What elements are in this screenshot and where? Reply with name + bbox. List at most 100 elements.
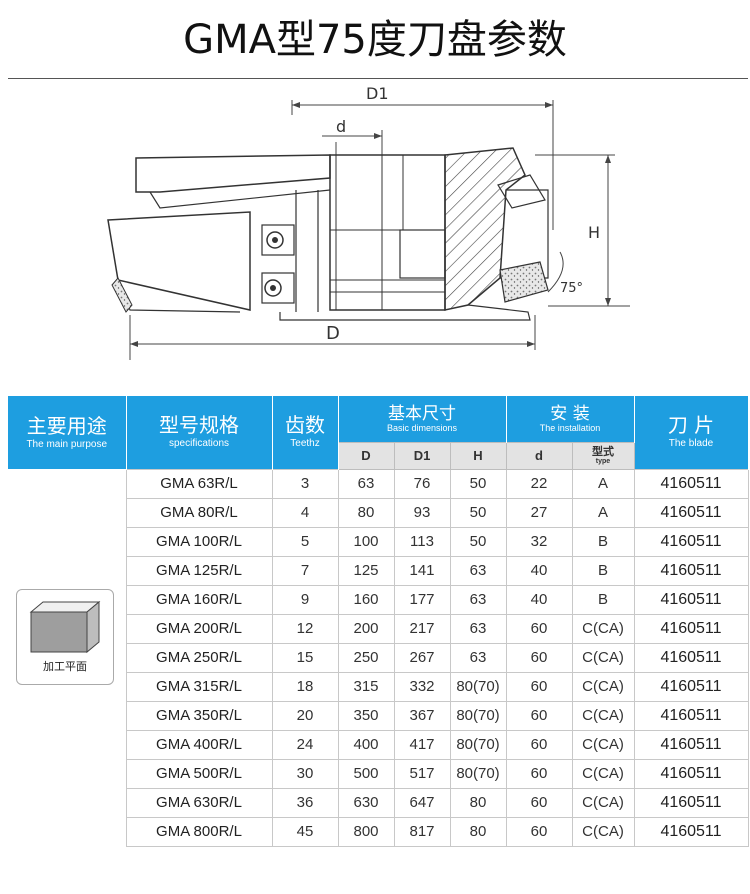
cell-d: 60 [505, 787, 573, 818]
cell-d1: 367 [393, 700, 451, 731]
cell-h: 63 [449, 642, 507, 673]
cell-teeth: 7 [271, 555, 339, 586]
spec-table: 主要用途 The main purpose 型号规格 specification… [8, 396, 749, 847]
cell-d: 350 [337, 700, 395, 731]
cell-teeth: 12 [271, 613, 339, 644]
cell-d: 60 [505, 758, 573, 789]
cell-type: C(CA) [571, 816, 635, 847]
cell-teeth: 24 [271, 729, 339, 760]
page-title: GMA型75度刀盘参数 [183, 17, 567, 63]
cell-model: GMA 630R/L [125, 787, 273, 818]
cell-h: 50 [449, 526, 507, 557]
cell-blade: 4160511 [633, 555, 749, 586]
cell-d: 630 [337, 787, 395, 818]
dim-label-D: D [326, 323, 340, 344]
cell-h: 80(70) [449, 729, 507, 760]
cell-d: 100 [337, 526, 395, 557]
cell-d: 60 [505, 642, 573, 673]
cell-model: GMA 500R/L [125, 758, 273, 789]
cell-d: 400 [337, 729, 395, 760]
flat-surface-icon [29, 600, 101, 654]
cell-type: C(CA) [571, 642, 635, 673]
header-purpose: 主要用途 The main purpose [8, 396, 127, 469]
cell-d: 60 [505, 700, 573, 731]
cell-model: GMA 100R/L [125, 526, 273, 557]
cell-blade: 4160511 [633, 729, 749, 760]
purpose-illustration: 加工平面 [16, 589, 114, 685]
cell-d1: 217 [393, 613, 451, 644]
purpose-label: 加工平面 [43, 660, 87, 673]
cell-teeth: 30 [271, 758, 339, 789]
cell-d1: 817 [393, 816, 451, 847]
cell-d: 200 [337, 613, 395, 644]
cell-d: 500 [337, 758, 395, 789]
subheader-H: H [449, 441, 507, 470]
cell-teeth: 3 [271, 468, 339, 499]
cell-d1: 417 [393, 729, 451, 760]
cell-d: 800 [337, 816, 395, 847]
cell-d: 40 [505, 584, 573, 615]
cell-teeth: 9 [271, 584, 339, 615]
dim-label-d1: D1 [366, 84, 389, 103]
cell-blade: 4160511 [633, 758, 749, 789]
cell-model: GMA 315R/L [125, 671, 273, 702]
cell-h: 50 [449, 497, 507, 528]
header-blade: 刀 片 The blade [634, 396, 749, 469]
cell-teeth: 36 [271, 787, 339, 818]
cell-model: GMA 350R/L [125, 700, 273, 731]
cell-d1: 113 [393, 526, 451, 557]
dim-label-angle: 75° [560, 281, 583, 296]
cell-type: B [571, 555, 635, 586]
cutter-technical-drawing: D1 d H 75° D [107, 84, 630, 360]
subheader-D: D [337, 441, 395, 470]
title-divider [8, 78, 748, 79]
cell-d: 60 [505, 816, 573, 847]
subheader-D1: D1 [393, 441, 451, 470]
cell-d1: 267 [393, 642, 451, 673]
cell-d: 40 [505, 555, 573, 586]
cell-d: 80 [337, 497, 395, 528]
cell-type: C(CA) [571, 787, 635, 818]
cell-h: 63 [449, 613, 507, 644]
cell-teeth: 45 [271, 816, 339, 847]
cell-type: C(CA) [571, 758, 635, 789]
purpose-cell: 加工平面 [8, 469, 127, 846]
cell-d1: 517 [393, 758, 451, 789]
cell-blade: 4160511 [633, 642, 749, 673]
cell-h: 80(70) [449, 700, 507, 731]
cell-d: 32 [505, 526, 573, 557]
cell-h: 80(70) [449, 758, 507, 789]
cell-blade: 4160511 [633, 613, 749, 644]
cell-d: 160 [337, 584, 395, 615]
cell-blade: 4160511 [633, 787, 749, 818]
cell-d: 250 [337, 642, 395, 673]
cell-teeth: 20 [271, 700, 339, 731]
cell-h: 80 [449, 787, 507, 818]
cell-model: GMA 400R/L [125, 729, 273, 760]
cell-d: 125 [337, 555, 395, 586]
cell-d1: 332 [393, 671, 451, 702]
cell-blade: 4160511 [633, 700, 749, 731]
cell-teeth: 5 [271, 526, 339, 557]
cell-d: 60 [505, 729, 573, 760]
cell-type: A [571, 497, 635, 528]
subheader-d: d [505, 441, 573, 470]
cell-d: 63 [337, 468, 395, 499]
cell-d: 22 [505, 468, 573, 499]
subheader-type: 型式 type [571, 441, 635, 470]
cell-blade: 4160511 [633, 497, 749, 528]
cell-d: 60 [505, 671, 573, 702]
cell-h: 50 [449, 468, 507, 499]
cell-blade: 4160511 [633, 671, 749, 702]
cell-d1: 141 [393, 555, 451, 586]
cell-d1: 177 [393, 584, 451, 615]
